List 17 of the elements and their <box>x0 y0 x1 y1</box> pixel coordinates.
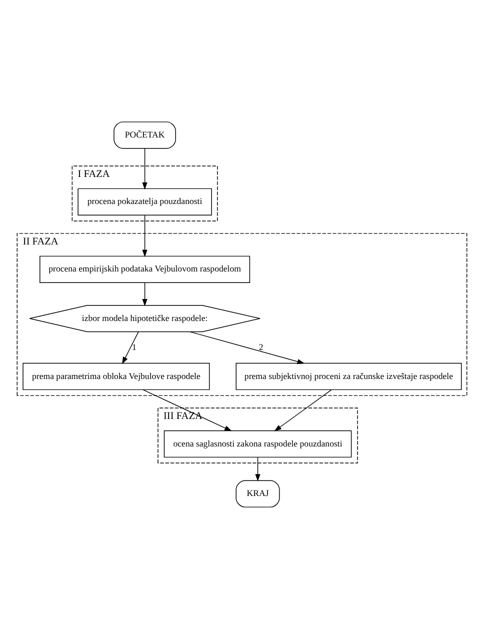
arrow <box>142 214 148 257</box>
node-box: prema parametrima obloka Vejbulove raspodele <box>22 362 210 390</box>
arrow <box>190 330 305 364</box>
arrow <box>255 456 260 481</box>
node-box: POČETAK <box>114 121 176 148</box>
arrow <box>274 388 332 431</box>
node-box: KRAJ <box>236 480 280 507</box>
arrow <box>142 148 148 190</box>
arrow <box>142 388 232 431</box>
arrow <box>142 282 148 306</box>
node-box: procena pokazatelja pouzdanosti <box>78 188 212 215</box>
arrow <box>122 330 139 364</box>
edge-label: 1 <box>132 341 136 352</box>
node-box: ocena saglasnosti zakona raspodele pouzdanosti <box>164 430 352 458</box>
node-box: prema subjektivnoj proceni za računske izveštaje raspodele <box>236 362 462 390</box>
edge-label: 2 <box>258 341 264 352</box>
node-box: procena empirijskih podataka Vejbulovom raspodelom <box>40 255 250 282</box>
